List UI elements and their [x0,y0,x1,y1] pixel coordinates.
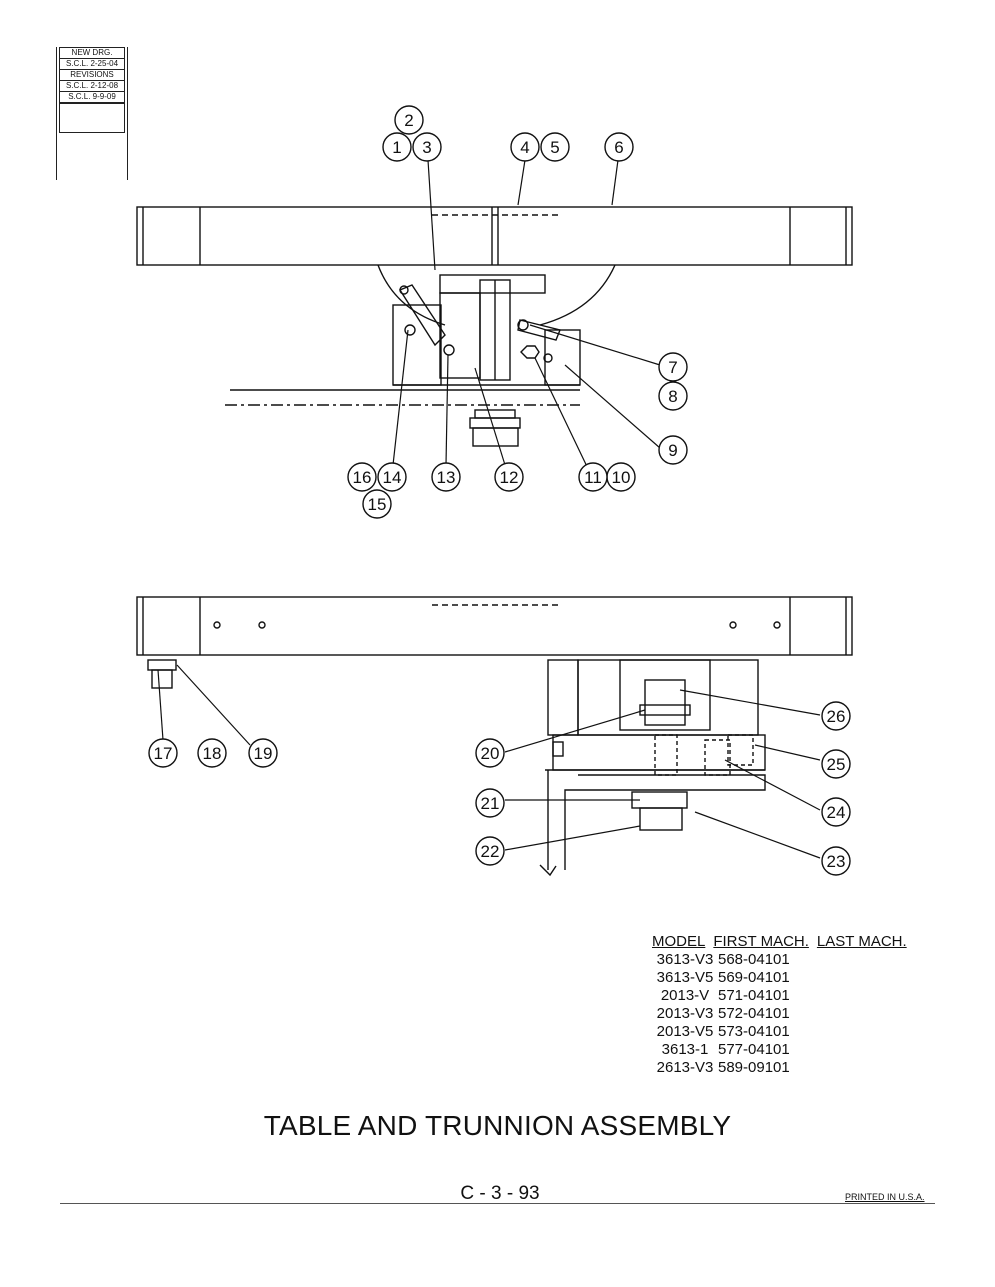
callout-number: 22 [481,842,500,861]
revision-entry-1: S.C.L. 2-12-08 [59,80,125,91]
callout-bubble [578,462,608,492]
table-row: 2013-V 571-04101 [652,987,915,1005]
callout-bubble [658,435,688,465]
revision-label: REVISIONS [59,69,125,80]
first-mach-cell: 573-04101 [718,1023,790,1040]
trunnion-arc-left [377,264,446,326]
first-mach-cell: 589-09101 [718,1059,790,1076]
callout-number: 11 [584,468,602,487]
callout-number: 13 [437,468,456,487]
page-title: TABLE AND TRUNNION ASSEMBLY [263,1110,732,1141]
callout-bubble [475,738,505,768]
callout-bubble [821,749,851,779]
callout-number: 8 [668,387,677,406]
callout-number: 12 [500,468,519,487]
leader-lines [157,159,821,859]
callout-number: 16 [353,468,372,487]
callout-bubble [197,738,227,768]
table-side [136,596,853,656]
header-last-mach: LAST MACH. [816,933,907,950]
callout-number: 24 [827,803,846,822]
callout-number: 15 [368,495,387,514]
callout-bubble [821,797,851,827]
callout-bubble [412,132,442,162]
model-cell: 2013-V3 [656,1005,714,1022]
callout-number: 25 [827,755,846,774]
callout-number: 9 [668,441,677,460]
callout-number: 7 [668,358,677,377]
model-cell: 3613-V3 [656,951,714,968]
trunnion-arc-right [539,264,616,326]
callout-number: 14 [383,468,402,487]
first-mach-cell: 572-04101 [718,1005,790,1022]
callout-number: 21 [481,794,500,813]
callout-bubble [475,836,505,866]
callout-bubble [382,132,412,162]
callout-bubble [475,788,505,818]
model-cell: 2013-V5 [656,1023,714,1040]
first-mach-cell: 568-04101 [718,951,790,968]
printed-note: PRINTED IN U.S.A. [845,1192,925,1202]
callout-number: 3 [422,138,431,157]
callout-number: 5 [550,138,559,157]
callout-number: 20 [481,744,500,763]
revision-entry-2: S.C.L. 9-9-09 [59,91,125,103]
callout-bubble [658,352,688,382]
callout-number: 19 [254,744,273,763]
callout-bubble [821,701,851,731]
callout-number: 26 [827,707,846,726]
revision-blank [59,103,125,133]
top-view [136,206,853,447]
page-number: C - 3 - 93 [460,1183,540,1204]
callout-bubble [494,462,524,492]
callout-number: 23 [827,852,846,871]
callout-bubble [604,132,634,162]
revision-new-drg: NEW DRG. [59,47,125,58]
table-top [136,206,853,266]
callout-number: 6 [614,138,623,157]
callout-bubble [431,462,461,492]
header-first-mach: FIRST MACH. [713,933,809,950]
model-cell: 3613-1 [661,1041,709,1058]
first-mach-cell: 569-04101 [718,969,790,986]
footer-rule [60,1203,935,1204]
callout-number: 4 [520,138,529,157]
model-cell: 2613-V3 [656,1059,714,1076]
model-cell: 3613-V5 [656,969,714,986]
callout-bubble [540,132,570,162]
model-cell: 2013-V [660,987,710,1004]
callout-number: 2 [404,111,413,130]
callout-bubble [248,738,278,768]
header-model: MODEL [652,933,706,950]
revision-new-drg-date: S.C.L. 2-25-04 [59,58,125,69]
callout-number: 1 [392,138,401,157]
callout-bubble [148,738,178,768]
table-row: 3613-1 577-04101 [652,1041,915,1059]
callout-bubble [510,132,540,162]
callout-number: 18 [203,744,222,763]
first-mach-cell: 577-04101 [718,1041,790,1058]
revision-block: NEW DRG. S.C.L. 2-25-04 REVISIONS S.C.L.… [56,47,128,180]
side-view [136,596,853,877]
callout-bubble [377,462,407,492]
callout-bubble [394,105,424,135]
callout-bubble [347,462,377,492]
model-table-header: MODEL FIRST MACH. LAST MACH. [652,933,915,951]
callout-number: 17 [154,744,173,763]
callout-bubble [821,846,851,876]
first-mach-cell: 571-04101 [718,987,790,1004]
callout-number: 10 [612,468,631,487]
callout-bubble [362,489,392,519]
callout-bubble [658,381,688,411]
